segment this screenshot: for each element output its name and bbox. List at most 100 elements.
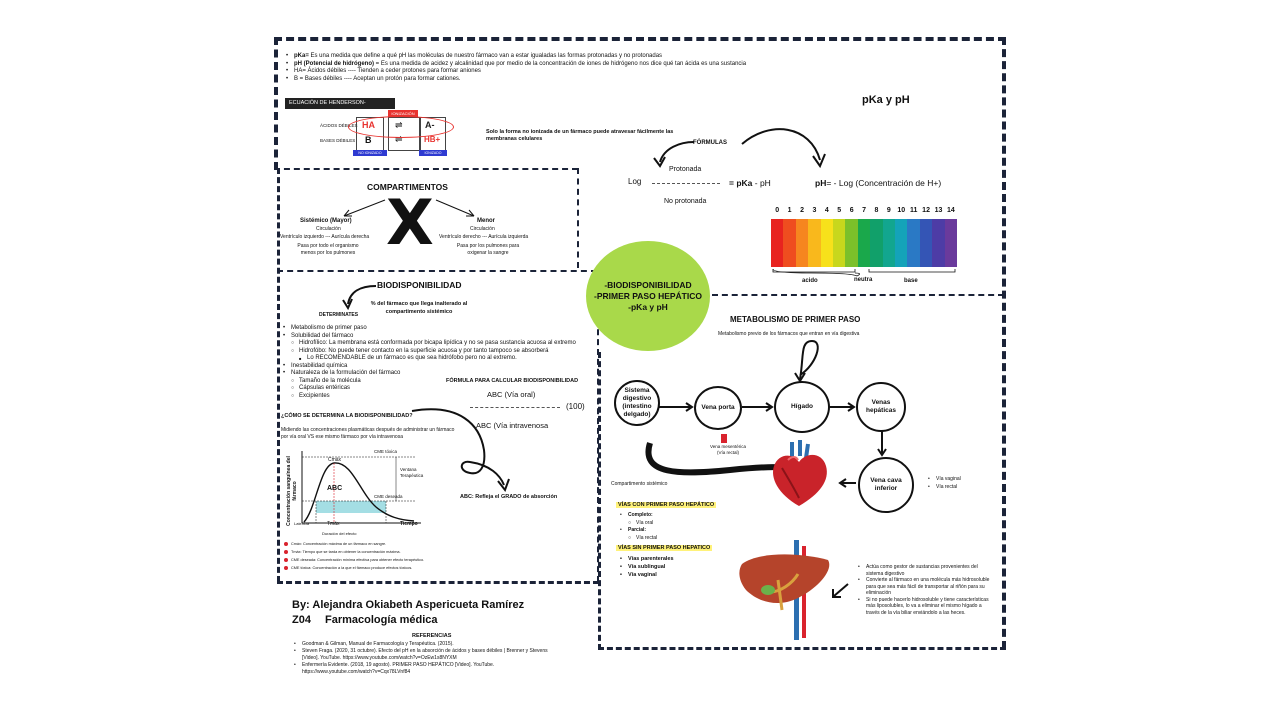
- equation-pka: = pKa - pH: [729, 178, 771, 188]
- x-symbol: X: [386, 186, 434, 259]
- formula-arrows: [653, 128, 826, 169]
- duracion-label: Duración del efecto: [322, 531, 357, 536]
- sin-item: Vías parenterales: [620, 555, 674, 563]
- formula-title: FÓRMULA PARA CALCULAR BIODISPONIBILIDAD: [446, 378, 579, 384]
- determinantes-label: DETERMINATES: [319, 312, 359, 318]
- pk-graph: Concentración sanguínea del fármaco Cmáx…: [282, 445, 442, 540]
- con-oral: Vía oral: [620, 520, 657, 528]
- comp-frame-bottom: [277, 270, 597, 272]
- det-item: Cápsulas entéricas: [283, 385, 576, 393]
- sin-primer-paso-title: VÍAS SIN PRIMER PASO HEPATICO: [616, 545, 713, 551]
- ph-bar-10: [895, 219, 908, 267]
- author-group: Z04: [292, 614, 311, 626]
- det-item: Hidrofílico: La membrana está conformada…: [283, 340, 576, 348]
- center-line-3: -pKa y pH: [628, 301, 668, 312]
- det-item: Lo RECOMENDABLE de un fármaco es que sea…: [283, 355, 576, 363]
- liver-item: Actúa como gestor de sustancias provenie…: [858, 564, 993, 577]
- mesenterica-marker: [721, 434, 727, 443]
- sin-item: Vía vaginal: [620, 571, 674, 579]
- no-protonada-label: No protonada: [664, 198, 707, 205]
- formulas-label: FÓRMULAS: [693, 140, 727, 146]
- cava-routes: Vía vaginal Vía rectal: [928, 476, 961, 491]
- comp-frame-left: [277, 168, 280, 582]
- log-label: Log: [628, 177, 642, 186]
- det-item: Tamaño de la molécula: [283, 378, 576, 386]
- ph-bar-0: [771, 219, 784, 267]
- liver-arrow: [832, 583, 849, 598]
- ph-bar-14: [944, 219, 958, 267]
- det-item: Naturaleza de la formulación del fármaco: [283, 370, 576, 378]
- ph-bar-12: [919, 219, 933, 267]
- abc-note: ABC: Refleja el GRADO de absorción: [460, 494, 558, 500]
- node-sistema-digestivo: Sistema digestivo (intestino delgado): [614, 380, 660, 426]
- node-vena-porta: Vena porta: [694, 386, 742, 430]
- cme-deseada-label: CME deseada: [374, 494, 403, 499]
- mayor-path: Ventrículo izquierdo --- Aurícula derech…: [280, 234, 370, 240]
- sistemico-label: Compartimento sistémico: [611, 481, 668, 487]
- bio-arrow: [342, 285, 377, 311]
- menor-path: Ventrículo derecho --- Aurícula izquierd…: [439, 234, 529, 240]
- pka-ph-title: pKa y pH: [862, 94, 910, 106]
- comp-frame-right: [577, 168, 579, 268]
- ph-color-bars: [771, 219, 958, 267]
- meta-frame-top: [712, 294, 1004, 296]
- compartment-arrows: [343, 199, 475, 217]
- sistemico-mayor: Sistémico (Mayor): [300, 218, 352, 224]
- graph-legend: Cmáx: Concentración máxima de un fármaco…: [284, 540, 454, 572]
- membrane-note: Solo la forma no ionizada de un fármaco …: [486, 129, 674, 142]
- ph-scale: 0 1 2 3 4 5 6 7 8 9 10 11 12 13 14 acido…: [771, 207, 958, 287]
- cmax-label: Cmáx: [328, 457, 342, 463]
- liver-item: Convierte al fármaco en una molécula más…: [858, 577, 993, 597]
- biodisponibilidad-title: BIODISPONIBILIDAD: [377, 280, 462, 290]
- ph-bar-4: [820, 219, 834, 267]
- det-item: Solubilidad del fármaco: [283, 333, 576, 341]
- ph-bar-8: [870, 219, 883, 267]
- def-b: B = Bases débiles ---- Aceptan un protón…: [286, 76, 746, 84]
- bio-fraction-line: [470, 407, 560, 408]
- abc-label: ABC: [327, 485, 343, 492]
- henderson-title: ECUACIÓN DE HENDERSON-HASSELBALCH: [285, 98, 395, 117]
- metabolismo-title: METABOLISMO DE PRIMER PASO: [730, 315, 861, 324]
- outer-frame-left: [274, 37, 278, 170]
- heart-icon: [773, 440, 827, 506]
- legend-item: Tmáx: Tiempo que se tarda en obtener la …: [284, 548, 454, 556]
- ph-bar-9: [882, 219, 896, 267]
- mayor-circulacion: Circulación: [316, 226, 341, 232]
- neutra-label: neutra: [854, 277, 873, 283]
- ph-bar-6: [845, 219, 858, 267]
- det-item: Excipientes: [283, 393, 576, 401]
- con-primer-paso-list: Completo: Vía oral Parcial: Vía rectal: [620, 512, 657, 542]
- ionizacion-label: IONIZACIÓN: [388, 110, 418, 117]
- menor-circulacion: Circulación: [470, 226, 495, 232]
- center-line-2: -PRIMER PASO HEPÁTICO: [594, 290, 702, 301]
- author-name: By: Alejandra Okiabeth Aspericueta Ramír…: [292, 599, 525, 611]
- outer-frame-right: [1002, 37, 1006, 649]
- protonada-label: Protonada: [669, 166, 702, 173]
- references-title: REFERENCIAS: [412, 633, 452, 639]
- base-label: base: [904, 278, 918, 284]
- henderson-diagram: IONIZACIÓN ÁCIDOS DÉBILES BASES DÉBILES …: [318, 110, 478, 158]
- outer-frame-top: [274, 37, 1006, 41]
- sin-primer-paso-list: Vías parenterales Vía sublingual Vía vag…: [620, 555, 674, 579]
- node-vena-cava: Vena cava inferior: [858, 457, 914, 513]
- latencia-label: Latencia: [294, 521, 310, 526]
- det-item: Hidrofóbo: No puede tener contacto en la…: [283, 348, 576, 356]
- fraction-line: [652, 183, 720, 184]
- ph-bar-7: [857, 219, 871, 267]
- center-topic-circle: -BIODISPONIBILIDAD -PRIMER PASO HEPÁTICO…: [586, 241, 710, 351]
- bio-question: ¿CÓMO SE DETERMINA LA BIODISPONIBILIDAD?: [281, 413, 413, 419]
- ionizado-label: IONIZADO: [419, 150, 447, 156]
- b-formula: B: [365, 135, 372, 145]
- abc-oral: ABC (Vía oral): [487, 390, 536, 399]
- ph-bar-5: [833, 219, 846, 267]
- def-ha: HA= Ácidos débiles ---- Tienden a ceder …: [286, 68, 746, 76]
- sin-item: Vía sublingual: [620, 563, 674, 571]
- legend-item: Cmáx: Concentración máxima de un fármaco…: [284, 540, 454, 548]
- meta-frame-left: [598, 352, 601, 650]
- liver-item: Si no puede hacerlo hidrosoluble y tiene…: [858, 597, 993, 617]
- author-course: Farmacología médica: [325, 614, 438, 626]
- hb-formula: HB+: [424, 135, 441, 144]
- center-line-1: -BIODISPONIBILIDAD: [604, 279, 692, 290]
- ventana-label: Ventana Terapéutica: [400, 467, 424, 478]
- bio-answer: Midiendo las concentraciones plasmáticas…: [281, 427, 455, 440]
